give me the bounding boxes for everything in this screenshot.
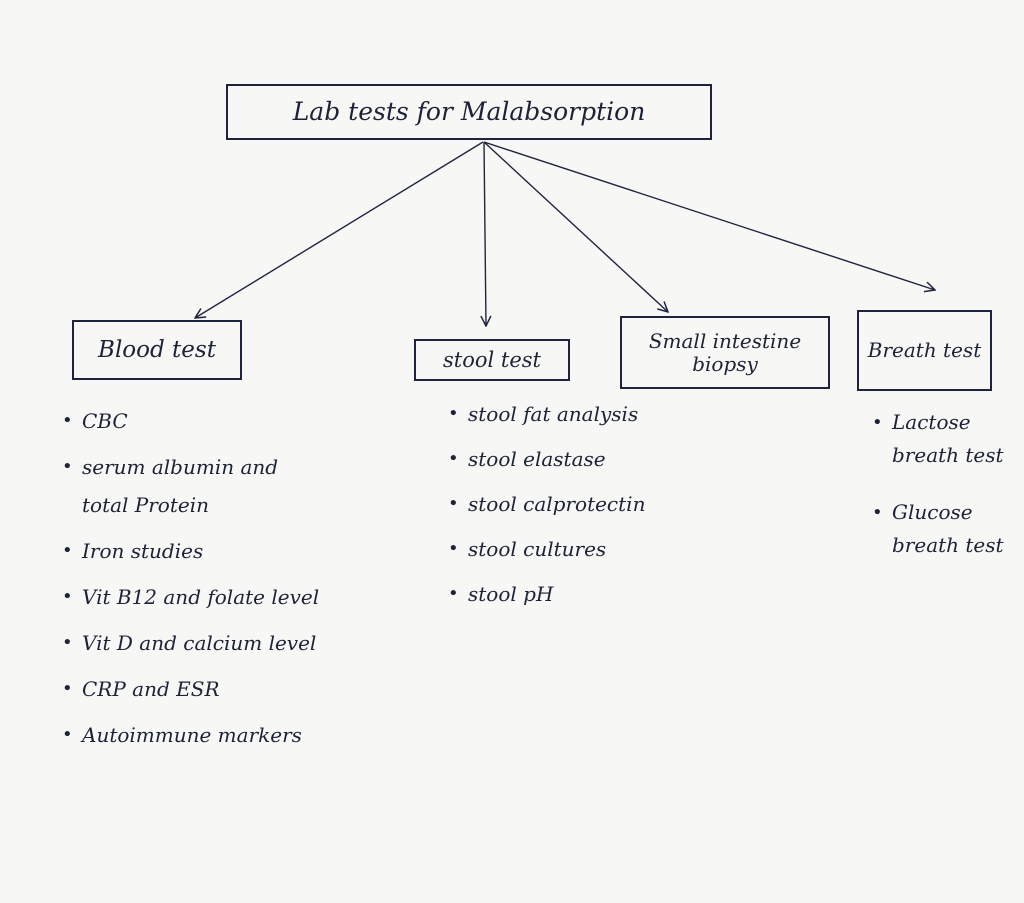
stool-test-item: stool cultures — [448, 535, 768, 563]
stool-test-item-text: stool pH — [468, 582, 554, 606]
arrow-to-breath-test — [483, 141, 935, 290]
stool-test-item-text: stool calprotectin — [468, 492, 646, 516]
blood-test-item: Iron studies — [62, 532, 322, 570]
stool-test-item-text: stool cultures — [468, 537, 607, 561]
arrow-to-blood-test — [195, 141, 484, 318]
blood-test-item: serum albumin and total Protein — [62, 448, 322, 524]
blood-test-list: CBC serum albumin and total Protein Iron… — [62, 402, 322, 762]
blood-test-label: Blood test — [98, 336, 216, 363]
stool-test-item: stool calprotectin — [448, 490, 768, 518]
blood-test-item: Autoimmune markers — [62, 716, 322, 754]
root-node: Lab tests for Malabsorption — [226, 84, 712, 140]
breath-test-label: Breath test — [867, 338, 982, 362]
stool-test-item: stool elastase — [448, 445, 768, 473]
breath-test-item-text: Glucose breath test — [892, 500, 1004, 557]
stool-test-node: stool test — [414, 339, 570, 381]
breath-test-item: Lactose breath test — [872, 406, 1012, 472]
small-intestine-biopsy-label: Small intestine biopsy — [648, 328, 802, 376]
stool-test-item-text: stool fat analysis — [468, 402, 639, 426]
stool-test-item: stool pH — [448, 580, 768, 608]
stool-test-item: stool fat analysis — [448, 400, 768, 428]
arrow-to-stool-test — [484, 141, 486, 326]
stool-test-list: stool fat analysis stool elastase stool … — [448, 400, 768, 625]
stool-test-item-text: stool elastase — [468, 447, 606, 471]
stool-test-label: stool test — [443, 347, 541, 372]
arrow-to-small-intestine-biopsy — [483, 141, 668, 312]
blood-test-item-text: CBC — [82, 409, 128, 433]
blood-test-item: Vit D and calcium level — [62, 624, 322, 662]
blood-test-node: Blood test — [72, 320, 242, 380]
blood-test-item-text: Vit B12 and folate level — [82, 585, 320, 609]
blood-test-item: CBC — [62, 402, 322, 440]
blood-test-item-text: CRP and ESR — [82, 677, 220, 701]
breath-test-item-text: Lactose breath test — [892, 410, 1004, 467]
breath-test-list: Lactose breath test Glucose breath test — [872, 406, 1012, 586]
root-node-label: Lab tests for Malabsorption — [292, 96, 646, 126]
blood-test-item-text: Vit D and calcium level — [82, 631, 317, 655]
small-intestine-biopsy-node: Small intestine biopsy — [620, 316, 830, 389]
blood-test-item: CRP and ESR — [62, 670, 322, 708]
blood-test-item-text: serum albumin and total Protein — [82, 455, 279, 517]
breath-test-item: Glucose breath test — [872, 496, 1012, 562]
blood-test-item-text: Iron studies — [82, 539, 204, 563]
breath-test-node: Breath test — [857, 310, 992, 391]
blood-test-item-text: Autoimmune markers — [82, 723, 302, 747]
blood-test-item: Vit B12 and folate level — [62, 578, 322, 616]
